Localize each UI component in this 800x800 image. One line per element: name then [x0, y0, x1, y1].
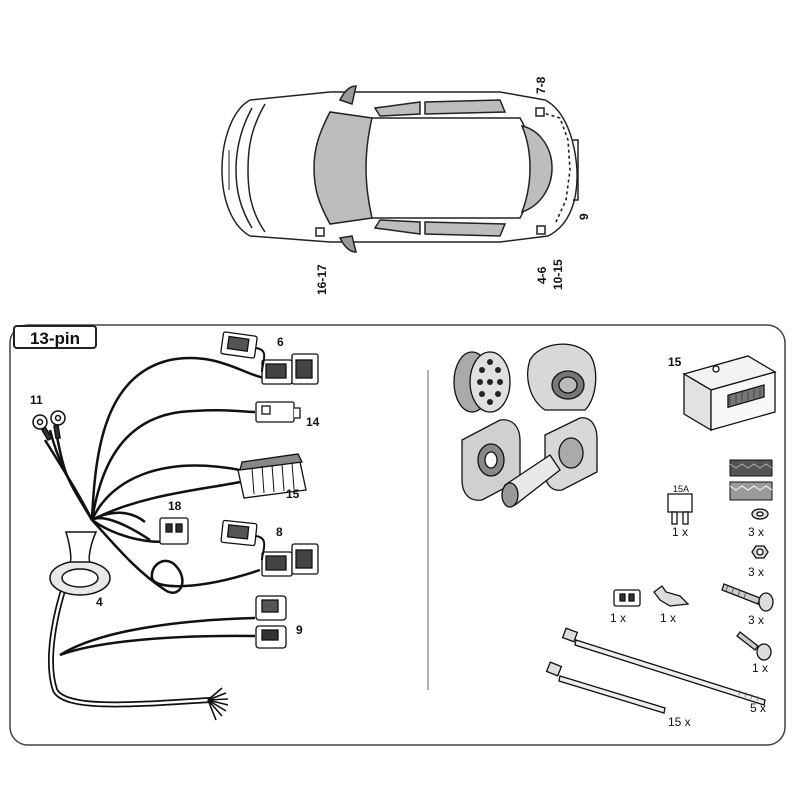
connector-18	[159, 517, 189, 545]
car-top-view	[221, 85, 579, 253]
connector-15	[237, 453, 307, 499]
seal-gasket	[501, 417, 598, 508]
label-connector-8: 8	[276, 525, 283, 539]
label-screw-qty: 1 x	[752, 661, 768, 675]
connector-9	[255, 595, 287, 649]
label-rear-left-a: 4-6	[535, 266, 549, 284]
label-connector-18: 18	[168, 499, 182, 513]
label-ring-terminals: 11	[30, 393, 43, 407]
harness-wires	[43, 356, 271, 594]
bolt	[721, 583, 774, 612]
screw	[736, 631, 772, 661]
socket-front	[527, 343, 597, 411]
mounting-plate	[461, 419, 521, 501]
control-module	[682, 355, 777, 432]
connector-6	[220, 331, 319, 385]
fuse	[667, 493, 693, 525]
socket-back	[453, 351, 511, 413]
panel-title-badge: 13-pin	[13, 325, 97, 349]
label-washer-qty: 3 x	[748, 525, 764, 539]
label-nut-qty: 3 x	[748, 565, 764, 579]
washer	[751, 508, 769, 520]
connector-8	[220, 519, 319, 577]
label-connector-9: 9	[296, 623, 303, 637]
label-tie-short-qty: 15 x	[668, 715, 691, 729]
label-bolt-qty: 3 x	[748, 613, 764, 627]
label-terminal-qty: 1 x	[660, 611, 676, 625]
label-small-connector-qty: 1 x	[610, 611, 626, 625]
cable-tie-short	[545, 661, 666, 714]
adhesive-strips	[729, 459, 773, 501]
connector-14	[255, 401, 301, 423]
label-connector-15: 15	[286, 487, 300, 501]
small-connector	[613, 589, 641, 607]
crimp-terminal	[653, 585, 690, 607]
label-grommet: 4	[96, 595, 103, 609]
label-module: 15	[668, 355, 682, 369]
label-front-left: 16-17	[315, 264, 329, 295]
ring-terminals	[32, 410, 66, 441]
label-rear-top: 7-8	[534, 76, 548, 94]
label-tie-long-qty: 5 x	[750, 701, 766, 715]
label-rear-left-b: 10-15	[551, 259, 565, 290]
nut	[751, 545, 769, 559]
wire-ends	[207, 687, 229, 721]
label-fuse-qty: 1 x	[672, 525, 688, 539]
label-rear-side: 9	[577, 213, 591, 220]
label-connector-14: 14	[306, 415, 320, 429]
cable-tie-long	[561, 627, 766, 706]
label-fuse-rating: 15A	[673, 484, 689, 494]
grommet	[49, 531, 111, 596]
panel-frame	[9, 324, 786, 746]
label-connector-6: 6	[277, 335, 284, 349]
